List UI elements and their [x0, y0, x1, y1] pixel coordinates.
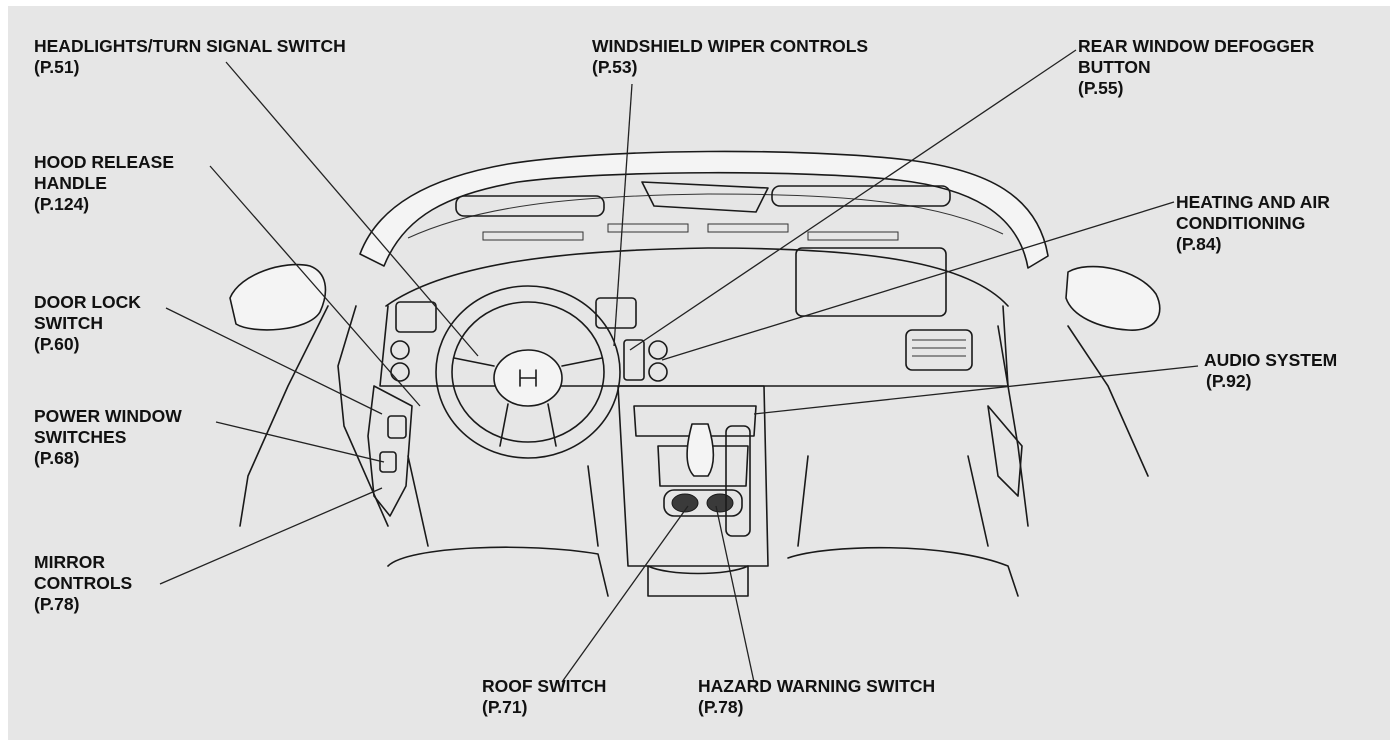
- defroster-vents: [482, 223, 899, 241]
- leader-roof: [561, 505, 689, 683]
- label-power-window-switches: POWER WINDOW SWITCHES (P.68): [34, 406, 182, 469]
- leader-hood-release: [209, 165, 421, 407]
- leader-mirror: [159, 487, 383, 585]
- label-text: CONDITIONING: [1176, 213, 1306, 233]
- label-text: HOOD RELEASE: [34, 152, 175, 172]
- label-page-ref: (P.78): [698, 697, 744, 717]
- label-page-ref: (P.51): [34, 57, 80, 77]
- label-text: REAR WINDOW DEFOGGER: [1078, 36, 1315, 56]
- label-page-ref: (P.84): [1176, 234, 1222, 254]
- label-heating-air-conditioning: HEATING AND AIR CONDITIONING (P.84): [1176, 192, 1330, 255]
- label-text: AUDIO SYSTEM: [1204, 350, 1338, 370]
- label-text: MIRROR: [34, 552, 105, 572]
- label-page-ref: (P.53): [592, 57, 638, 77]
- leader-power-window: [215, 421, 385, 463]
- label-hood-release-handle: HOOD RELEASE HANDLE (P.124): [34, 152, 174, 215]
- label-text: HEADLIGHTS/TURN SIGNAL SWITCH: [34, 36, 346, 56]
- label-roof-switch: ROOF SWITCH (P.71): [482, 676, 606, 718]
- leader-audio: [753, 365, 1199, 415]
- label-mirror-controls: MIRROR CONTROLS (P.78): [34, 552, 132, 615]
- label-text: HANDLE: [34, 173, 107, 193]
- doors: [239, 305, 1149, 527]
- label-text: HEATING AND AIR: [1176, 192, 1330, 212]
- label-hazard-warning-switch: HAZARD WARNING SWITCH (P.78): [698, 676, 935, 718]
- label-headlights-switch: HEADLIGHTS/TURN SIGNAL SWITCH (P.51): [34, 36, 346, 78]
- label-text: ROOF SWITCH: [482, 676, 607, 696]
- diagram-frame: HEADLIGHTS/TURN SIGNAL SWITCH (P.51) HOO…: [8, 6, 1390, 740]
- label-page-ref: (P.124): [34, 194, 90, 214]
- label-door-lock-switch: DOOR LOCK SWITCH (P.60): [34, 292, 141, 355]
- label-text: SWITCHES: [34, 427, 127, 447]
- label-text: POWER WINDOW: [34, 406, 182, 426]
- leader-wiper: [613, 83, 633, 347]
- label-page-ref: (P.55): [1078, 78, 1124, 98]
- label-page-ref: (P.68): [34, 448, 80, 468]
- dashboard-illustration: [159, 49, 1199, 683]
- label-audio-system: AUDIO SYSTEM (P.92): [1204, 350, 1337, 392]
- label-text: BUTTON: [1078, 57, 1151, 77]
- seats: [387, 455, 1019, 597]
- label-windshield-wiper-controls: WINDSHIELD WIPER CONTROLS (P.53): [592, 36, 868, 78]
- center-console: [617, 385, 769, 567]
- leader-defogger: [629, 49, 1077, 351]
- label-page-ref: (P.78): [34, 594, 80, 614]
- leader-heating: [661, 201, 1175, 361]
- label-rear-window-defogger: REAR WINDOW DEFOGGER BUTTON (P.55): [1078, 36, 1314, 99]
- label-text: DOOR LOCK: [34, 292, 141, 312]
- label-text: CONTROLS: [34, 573, 133, 593]
- dashboard-body: [379, 247, 1009, 387]
- leader-door-lock: [165, 307, 383, 415]
- label-text: WINDSHIELD WIPER CONTROLS: [592, 36, 869, 56]
- label-page-ref: (P.92): [1206, 371, 1252, 391]
- leader-headlights: [225, 61, 479, 357]
- steering-wheel: [435, 285, 621, 459]
- windshield-frame: [359, 150, 1049, 269]
- label-page-ref: (P.60): [34, 334, 80, 354]
- label-page-ref: (P.71): [482, 697, 528, 717]
- leader-hazard: [715, 505, 755, 683]
- side-mirrors: [229, 263, 1161, 331]
- leader-lines: [159, 49, 1199, 683]
- label-text: SWITCH: [34, 313, 104, 333]
- label-text: HAZARD WARNING SWITCH: [698, 676, 936, 696]
